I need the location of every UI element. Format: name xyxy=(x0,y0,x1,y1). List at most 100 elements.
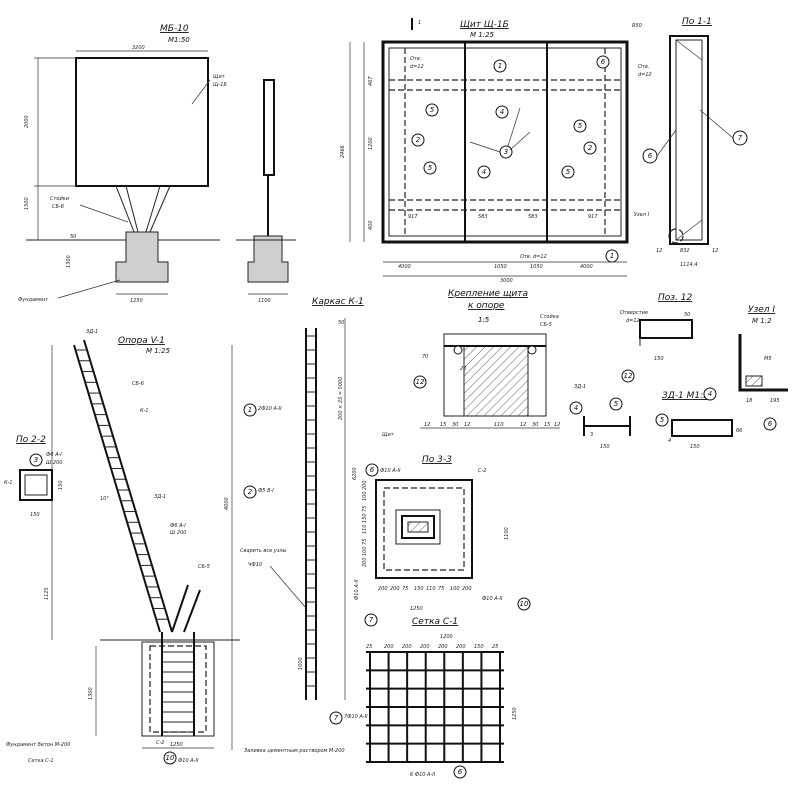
mb10-label-shield: Щит xyxy=(213,74,226,80)
frame-dim-total: 6200 xyxy=(352,467,358,480)
frame-view: Каркас К-1 200 × 25 = 5000 6200 50 1000 … xyxy=(240,297,378,700)
callout-2a: 2 xyxy=(416,136,421,144)
section33-c6-text: Ф10 А-II xyxy=(380,468,401,474)
section22-label: К-1 xyxy=(4,480,13,486)
shield-dim-l4: 400 xyxy=(368,220,374,230)
callout-4a: 4 xyxy=(500,108,504,116)
mesh-top-dim: 25 xyxy=(366,644,372,650)
support-dim-2: 1125 xyxy=(44,587,50,600)
mount-zd: ЗД-1 xyxy=(574,384,586,390)
zd1-dim-b: 3 xyxy=(590,432,593,438)
mb10-dim-base: 1250 xyxy=(130,298,143,304)
support-dim-4: 1250 xyxy=(170,742,183,748)
mb10-label-foundation: Фундамент xyxy=(18,297,49,303)
zd1-dim-a: 150 xyxy=(600,444,610,450)
section33-bottom-dim: 200 xyxy=(462,586,472,592)
mount-title: Крепление щита xyxy=(448,289,528,299)
frame-callout-7: 7 xyxy=(369,616,374,624)
shield-dim-l1: 467 xyxy=(368,76,374,86)
section11-callout-6: 6 xyxy=(648,152,653,160)
section22-rebar: Ф6 А-I xyxy=(46,452,62,458)
section33-dim-right: 1100 xyxy=(504,527,510,540)
zd1-dim-c: 150 xyxy=(690,444,700,450)
mount-d2: 30 xyxy=(452,422,458,428)
mesh-right-dim: 1250 xyxy=(512,707,518,720)
mb10-dim-h4: 50 xyxy=(70,234,76,240)
shield-outer xyxy=(381,40,629,244)
zd1-callout-4a: 4 xyxy=(574,404,578,412)
section33-bottom-dim: 100 xyxy=(450,586,460,592)
callout-5c: 5 xyxy=(428,164,433,172)
section33-bottom-dim: 75 xyxy=(402,586,408,592)
zd1-dim-e: 4 xyxy=(668,438,671,444)
pos12-hole: Отверстие xyxy=(620,310,648,316)
support-angle: 10° xyxy=(100,496,109,502)
shield-note-hole-2: Отв. xyxy=(638,64,649,70)
mount-scale: 1:5 xyxy=(478,316,490,324)
shield-dim-s2: 1050 xyxy=(494,264,507,270)
support-scale: М 1:25 xyxy=(146,347,171,355)
frame-rungs xyxy=(306,335,316,687)
section33-title: По 3-3 xyxy=(422,455,452,465)
mb10-dim-h3: 1300 xyxy=(66,255,72,268)
section33-bottom-dim: 150 xyxy=(414,586,424,592)
mount-post-code: СБ-5 xyxy=(540,322,552,328)
mesh-top-dim: 150 xyxy=(474,644,484,650)
section22-dim-b: 150 xyxy=(58,480,64,490)
mesh-callout-6: 6 xyxy=(458,768,463,776)
frame-callout-1: 1 xyxy=(248,406,252,414)
callout-3: 3 xyxy=(504,148,508,156)
section11-dim-b: 12 xyxy=(656,248,662,254)
shield-callouts: 1 6 5 4 5 2 3 2 5 4 5 1 xyxy=(411,55,619,263)
node1-dim-a: М5 xyxy=(764,356,772,362)
mb10-label-posts-code: СБ-6 xyxy=(52,204,64,210)
section11-title: По 1-1 xyxy=(682,17,712,27)
section33-left-dim: 200 xyxy=(362,557,368,567)
callout-4b: 4 xyxy=(482,168,486,176)
mb10-dim-h2: 1500 xyxy=(24,197,30,210)
mount-d6: 30 xyxy=(532,422,538,428)
mb10-foundation xyxy=(115,231,169,283)
pos12-dim-a: 50 xyxy=(684,312,690,318)
mesh-top-dim: 25 xyxy=(492,644,498,650)
zd1-callout-5b: 5 xyxy=(660,416,665,424)
support-foundation-note: Фундамент бетон М-200 xyxy=(6,742,70,748)
mount-d1: 15 xyxy=(440,422,446,428)
mb10-side-foundation xyxy=(247,235,289,283)
shield-dim-l3: 2466 xyxy=(340,145,346,158)
shield-dim-l2: 1200 xyxy=(368,137,374,150)
node1-scale: М 1:2 xyxy=(752,317,772,325)
zd1-dim-f: 66 xyxy=(736,428,742,434)
mount-d4: 110 xyxy=(494,422,504,428)
shield-dim-s1: 4000 xyxy=(398,264,411,270)
section33-left-dim: 200 xyxy=(362,480,368,490)
callout-6: 6 xyxy=(601,58,606,66)
section33-c2-label: С-2 xyxy=(478,468,486,474)
support-mesh-note: Сетка С-1 xyxy=(28,758,54,764)
pos12-callout: 12 xyxy=(624,372,633,380)
mesh-title: Сетка С-1 xyxy=(412,617,458,627)
node1-callout: 6 xyxy=(768,420,773,428)
mount-callout-12: 12 xyxy=(416,378,425,386)
mb10-title: МБ-10 xyxy=(160,24,189,34)
section11-node-label: Узел I xyxy=(634,212,650,218)
support-label-5: СБ-5 xyxy=(198,564,210,570)
shield-dim-total: 3000 xyxy=(500,278,513,284)
callout-5d: 5 xyxy=(566,168,571,176)
section11-callout-7: 7 xyxy=(738,134,743,142)
mesh-top-dim: 200 xyxy=(420,644,430,650)
support-dim-1: 4000 xyxy=(224,497,230,510)
shield-note-hole: Отв. xyxy=(410,56,421,62)
mesh-top-dim: 200 xyxy=(402,644,412,650)
pos12-dim-b: 150 xyxy=(654,356,664,362)
mb10-shield-rect xyxy=(75,57,209,187)
mesh-grid xyxy=(366,651,504,763)
shield-dim-s3: 1050 xyxy=(530,264,543,270)
pos12-view: Поз. 12 Отверстие d=12 50 150 12 xyxy=(620,293,693,383)
mount-dim-small: 20 xyxy=(460,366,466,372)
section11-dim: 832 xyxy=(680,248,690,254)
node1-dim-c: 195 xyxy=(770,398,780,404)
section33-c10-text: Ф10 А-II xyxy=(482,596,503,602)
section11-view: По 1-1 7 6 Узел I 832 12 12 1114,4 xyxy=(634,17,748,268)
